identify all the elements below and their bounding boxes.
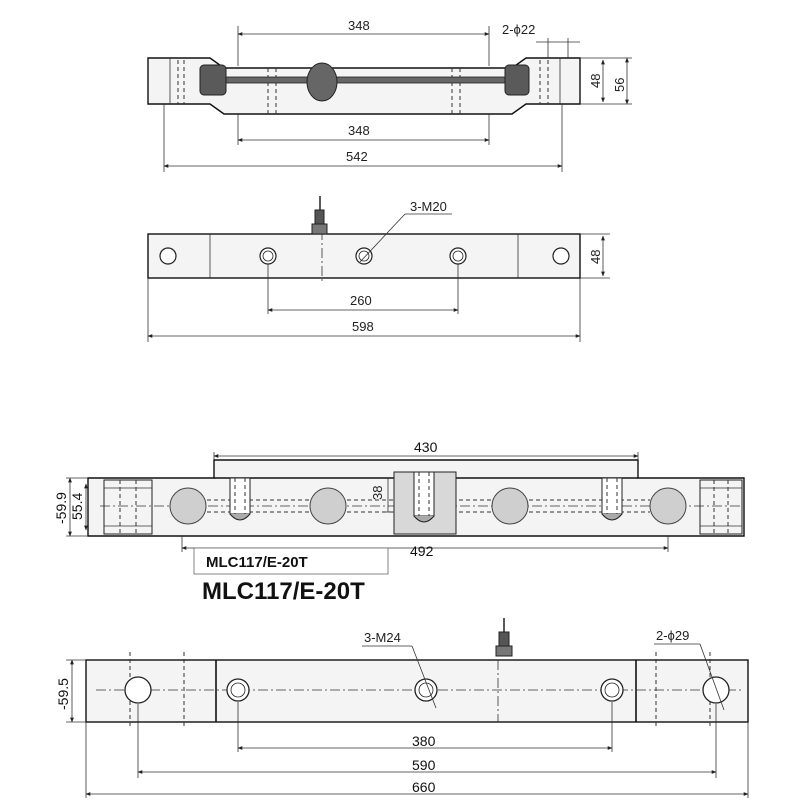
dim-430: 430 bbox=[414, 439, 438, 455]
dim-260: 260 bbox=[350, 293, 372, 308]
dim-660: 660 bbox=[412, 779, 436, 795]
dim-3-m20: 3-M20 bbox=[410, 199, 447, 214]
model-label-small: MLC117/E-20T bbox=[206, 554, 308, 571]
gauge-pad-left bbox=[199, 64, 227, 96]
model-label-large: MLC117/E-20T bbox=[202, 578, 365, 605]
dim-38: 38 bbox=[370, 486, 385, 500]
top-view-1: 348 2-ϕ22 48 56 348 542 bbox=[147, 18, 632, 172]
dim-598: 598 bbox=[352, 319, 374, 334]
bottom-view-2: 3-M24 2-ϕ29 -59.5 380 590 660 bbox=[55, 618, 749, 798]
end-blocks bbox=[103, 479, 743, 535]
cable-connector-2 bbox=[495, 618, 513, 657]
center-slot bbox=[223, 76, 515, 84]
dim-48-top: 48 bbox=[588, 74, 603, 88]
center-hole bbox=[306, 62, 338, 102]
dim-56-top: 56 bbox=[612, 78, 627, 92]
front-view-1: 3-M20 48 260 598 bbox=[147, 196, 610, 342]
dim-59-9: -59.9 bbox=[53, 492, 69, 524]
dim-59-5: -59.5 bbox=[55, 678, 71, 710]
dim-48-front: 48 bbox=[588, 250, 603, 264]
dim-55-4: 55.4 bbox=[69, 493, 85, 520]
side-view-2: 430 -59.9 55.4 38 492 MLC117/E-20T MLC11… bbox=[53, 439, 745, 605]
dim-348-bottom: 348 bbox=[348, 123, 370, 138]
dim-2-phi22: 2-ϕ22 bbox=[502, 22, 535, 37]
dim-542: 542 bbox=[346, 149, 368, 164]
gauge-pad-right bbox=[504, 64, 530, 96]
dim-380: 380 bbox=[412, 733, 436, 749]
dim-348-top: 348 bbox=[348, 18, 370, 33]
dim-3-m24: 3-M24 bbox=[364, 630, 401, 645]
gauge-circles bbox=[169, 487, 687, 525]
bottom-holes bbox=[124, 676, 730, 704]
dim-590: 590 bbox=[412, 757, 436, 773]
cable-connector-1 bbox=[311, 196, 328, 235]
center-section bbox=[393, 471, 457, 535]
bolts bbox=[229, 477, 623, 521]
dim-492: 492 bbox=[410, 543, 434, 559]
dim-2-phi29: 2-ϕ29 bbox=[656, 628, 689, 643]
